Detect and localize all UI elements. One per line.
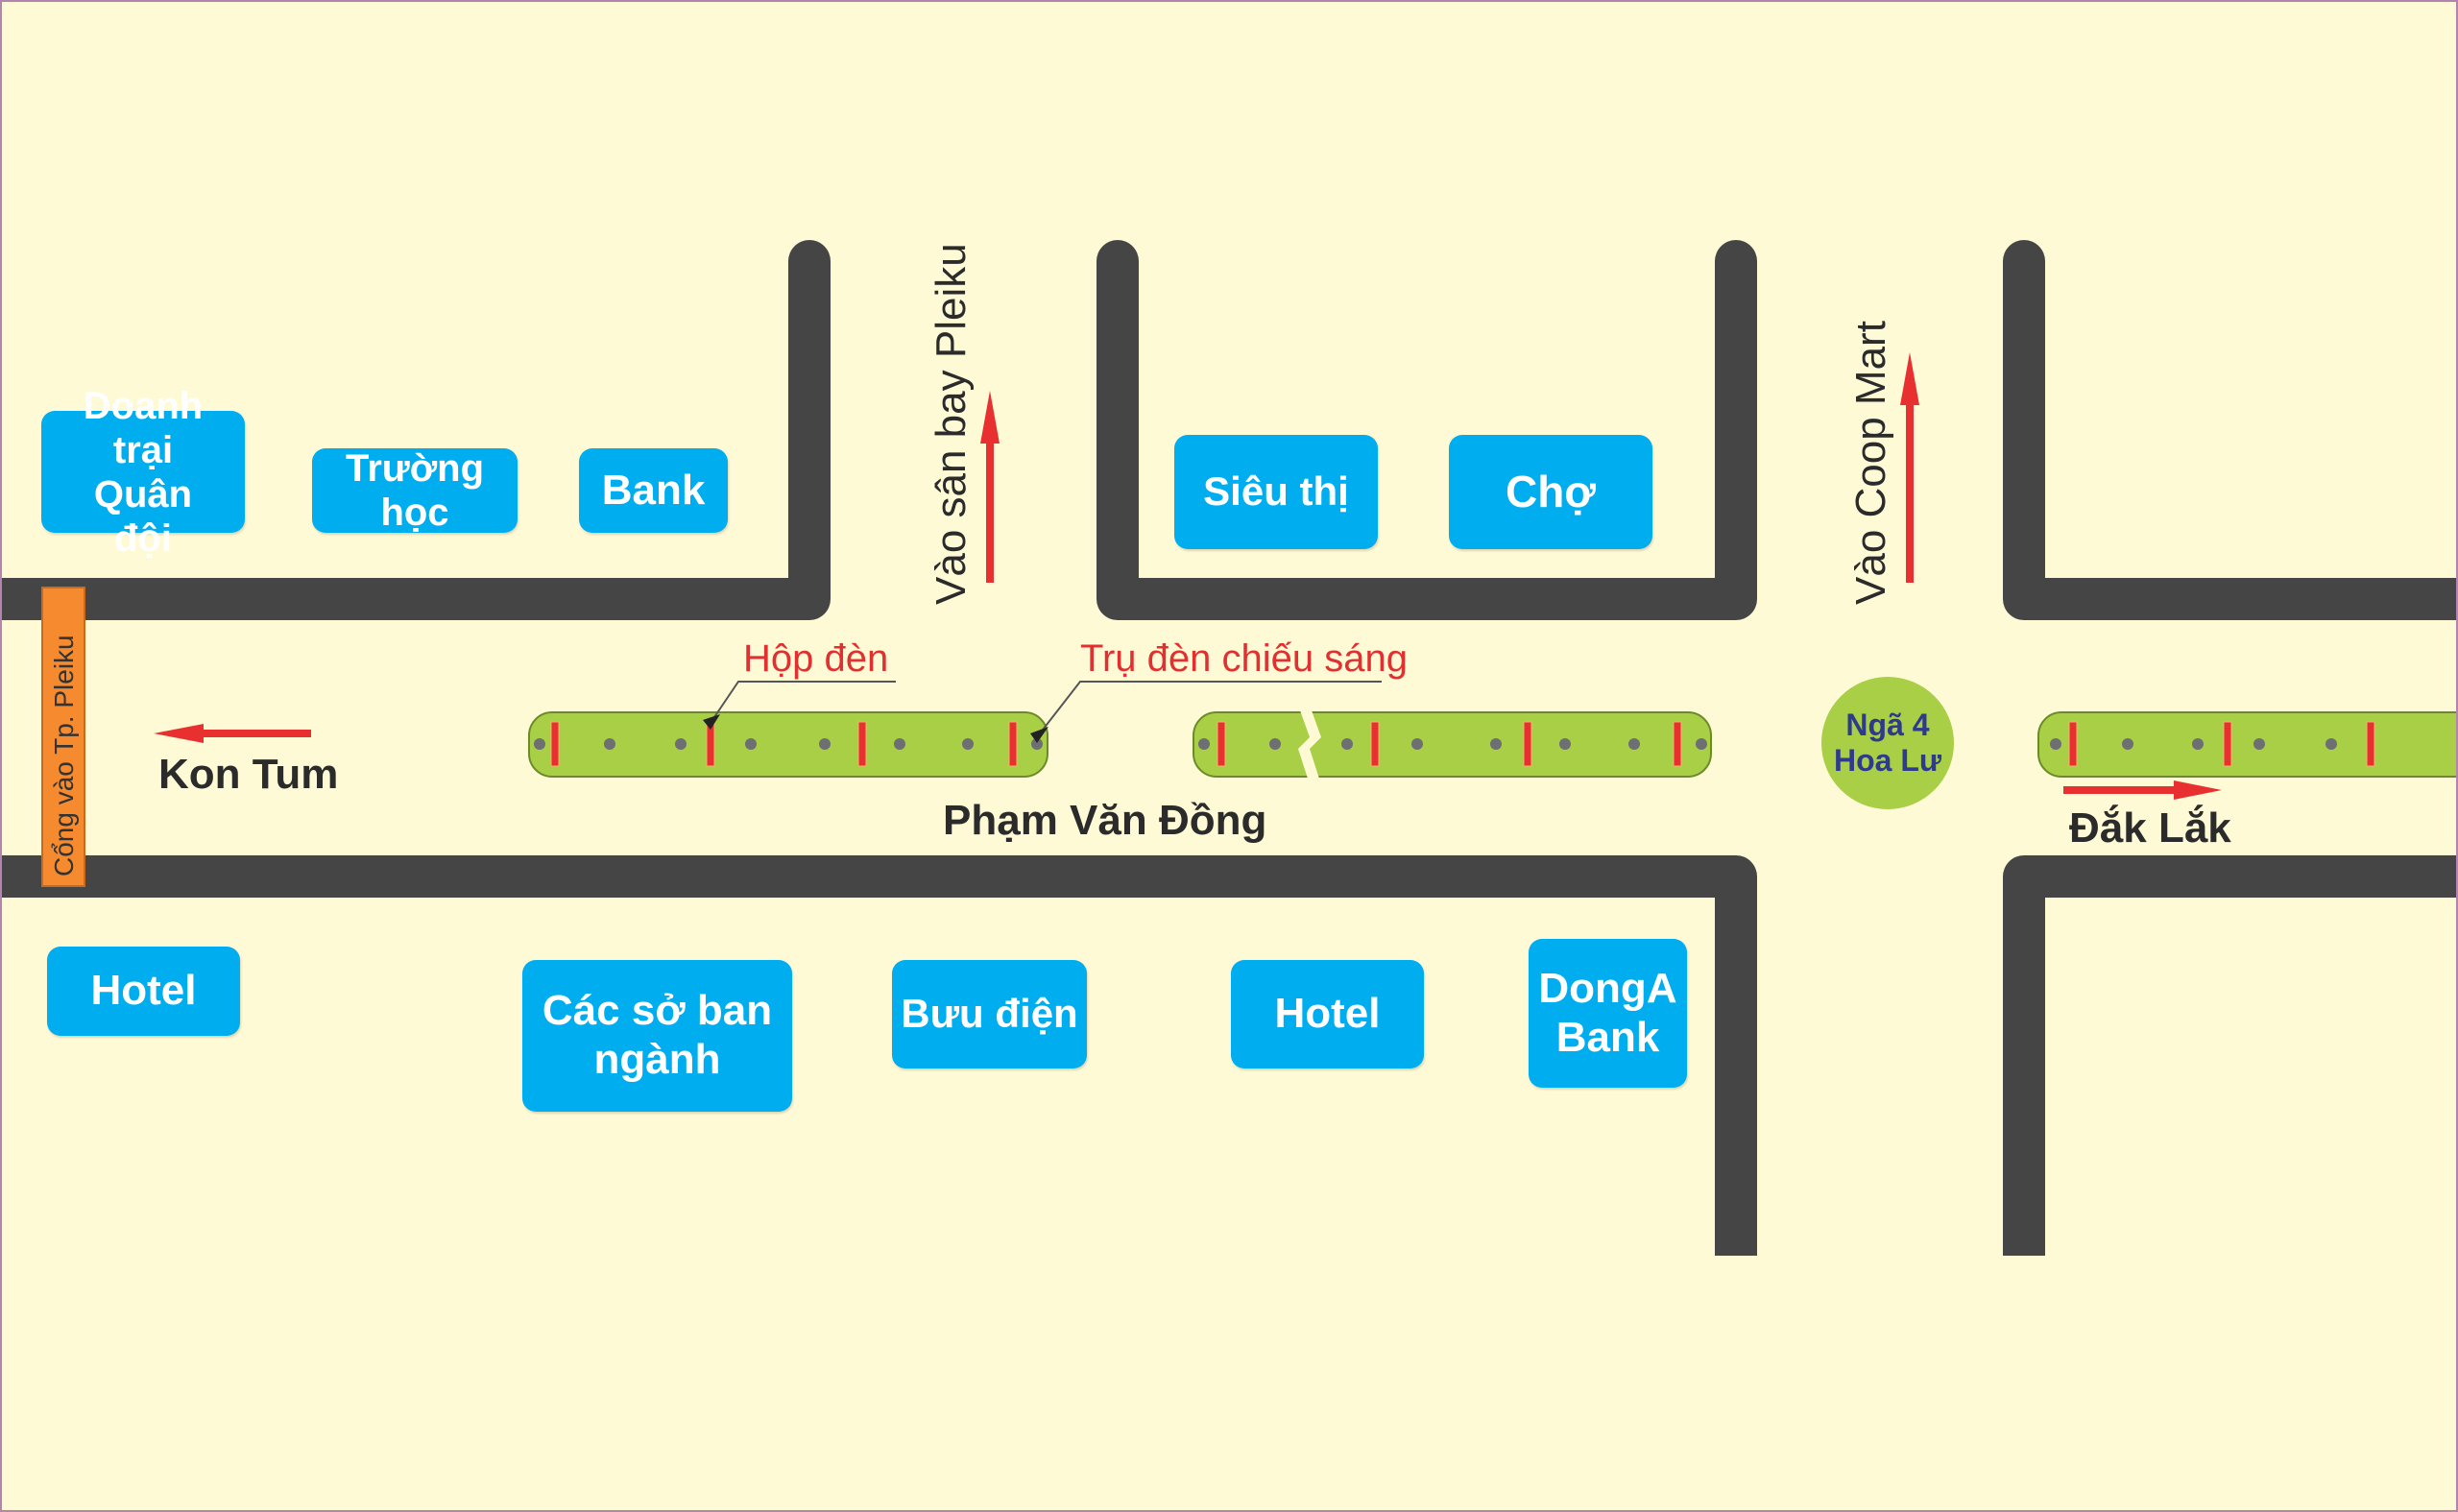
light-pole-icon bbox=[962, 738, 974, 750]
light-pole-icon bbox=[2253, 738, 2265, 750]
road-bottom-left bbox=[2, 855, 1757, 1256]
light-pole-icon bbox=[2325, 738, 2337, 750]
tru-den-leader bbox=[1039, 681, 1382, 734]
building-truong-hoc: Trường học bbox=[312, 447, 518, 534]
light-box-icon bbox=[1008, 721, 1018, 767]
road-top-middle bbox=[1096, 240, 1757, 620]
arrow-up-icon bbox=[980, 391, 1000, 583]
building-hotel-1: Hotel bbox=[47, 947, 240, 1036]
building-label: Bưu điện bbox=[901, 991, 1078, 1037]
road-top-right bbox=[2003, 240, 2456, 620]
building-cac-so: Các sở ban ngành bbox=[522, 960, 792, 1112]
light-pole-icon bbox=[2122, 738, 2133, 750]
median-break bbox=[1298, 710, 1321, 779]
building-cho: Chợ bbox=[1449, 435, 1652, 549]
tru-den-label: Trụ đèn chiếu sáng bbox=[1080, 637, 1408, 680]
light-box-icon bbox=[2366, 721, 2375, 767]
hop-den-leader bbox=[711, 681, 896, 721]
airport-label: Vào sân bay Pleiku bbox=[928, 243, 975, 605]
light-box-icon bbox=[550, 721, 560, 767]
building-label: Hotel bbox=[90, 967, 197, 1015]
building-buu-dien: Bưu điện bbox=[892, 960, 1087, 1068]
building-hotel-2: Hotel bbox=[1231, 960, 1424, 1068]
light-pole-icon bbox=[1031, 738, 1043, 750]
light-pole-icon bbox=[675, 738, 687, 750]
light-pole-icon bbox=[1490, 738, 1502, 750]
light-pole-icon bbox=[1559, 738, 1571, 750]
kon-tum-label: Kon Tum bbox=[158, 751, 339, 798]
arrow-up-icon bbox=[1900, 352, 1919, 583]
arrow-right-icon bbox=[2063, 780, 2222, 800]
building-doanh-trai: Doanh trại Quân đội bbox=[41, 385, 245, 560]
light-pole-icon bbox=[894, 738, 905, 750]
intersection-circle bbox=[1821, 677, 1954, 809]
building-label: Các sở ban ngành bbox=[542, 987, 773, 1083]
building-label: Chợ bbox=[1505, 467, 1597, 517]
light-box-icon bbox=[1217, 721, 1226, 767]
light-pole-icon bbox=[1269, 738, 1281, 750]
light-box-icon bbox=[1523, 721, 1532, 767]
light-box-icon bbox=[2223, 721, 2232, 767]
building-label: DongA Bank bbox=[1538, 964, 1677, 1061]
building-label: Trường học bbox=[345, 447, 485, 534]
light-pole-icon bbox=[1696, 738, 1707, 750]
light-pole-icon bbox=[2050, 738, 2061, 750]
median-strip-3 bbox=[2037, 711, 2456, 778]
light-pole-icon bbox=[1628, 738, 1640, 750]
coop-mart-label: Vào Coop Mart bbox=[1847, 321, 1894, 605]
median-strip-2 bbox=[1193, 711, 1712, 778]
light-pole-icon bbox=[819, 738, 831, 750]
building-label: Siêu thị bbox=[1203, 468, 1349, 515]
light-pole-icon bbox=[604, 738, 615, 750]
gate-label: Cổng vào Tp. Pleiku bbox=[49, 635, 79, 876]
light-pole-icon bbox=[2192, 738, 2204, 750]
light-box-icon bbox=[857, 721, 867, 767]
light-pole-icon bbox=[1198, 738, 1210, 750]
building-donga-bank: DongA Bank bbox=[1529, 939, 1687, 1088]
building-bank: Bank bbox=[579, 448, 728, 533]
light-box-icon bbox=[1673, 721, 1682, 767]
building-label: Hotel bbox=[1274, 990, 1381, 1038]
arrow-left-icon bbox=[154, 724, 311, 743]
tru-den-pointer bbox=[1030, 727, 1048, 743]
road-top-left bbox=[2, 240, 831, 620]
light-pole-icon bbox=[745, 738, 757, 750]
light-box-icon bbox=[2068, 721, 2078, 767]
light-box-icon bbox=[1370, 721, 1380, 767]
building-sieu-thi: Siêu thị bbox=[1174, 435, 1378, 549]
building-label: Doanh trại Quân đội bbox=[83, 384, 204, 560]
street-name-label: Phạm Văn Đồng bbox=[943, 797, 1267, 844]
light-pole-icon bbox=[1411, 738, 1423, 750]
road-bottom-right bbox=[2003, 855, 2456, 1256]
light-pole-icon bbox=[1341, 738, 1353, 750]
light-pole-icon bbox=[534, 738, 545, 750]
building-label: Bank bbox=[601, 466, 706, 514]
hop-den-pointer bbox=[703, 714, 720, 730]
median-strip-1 bbox=[528, 711, 1048, 778]
intersection-label: Ngã 4 Hoa Lư bbox=[1833, 708, 1942, 778]
city-gate: Cổng vào Tp. Pleiku bbox=[41, 587, 85, 887]
dak-lak-label: Đắk Lắk bbox=[2069, 804, 2231, 852]
hop-den-label: Hộp đèn bbox=[743, 637, 889, 680]
